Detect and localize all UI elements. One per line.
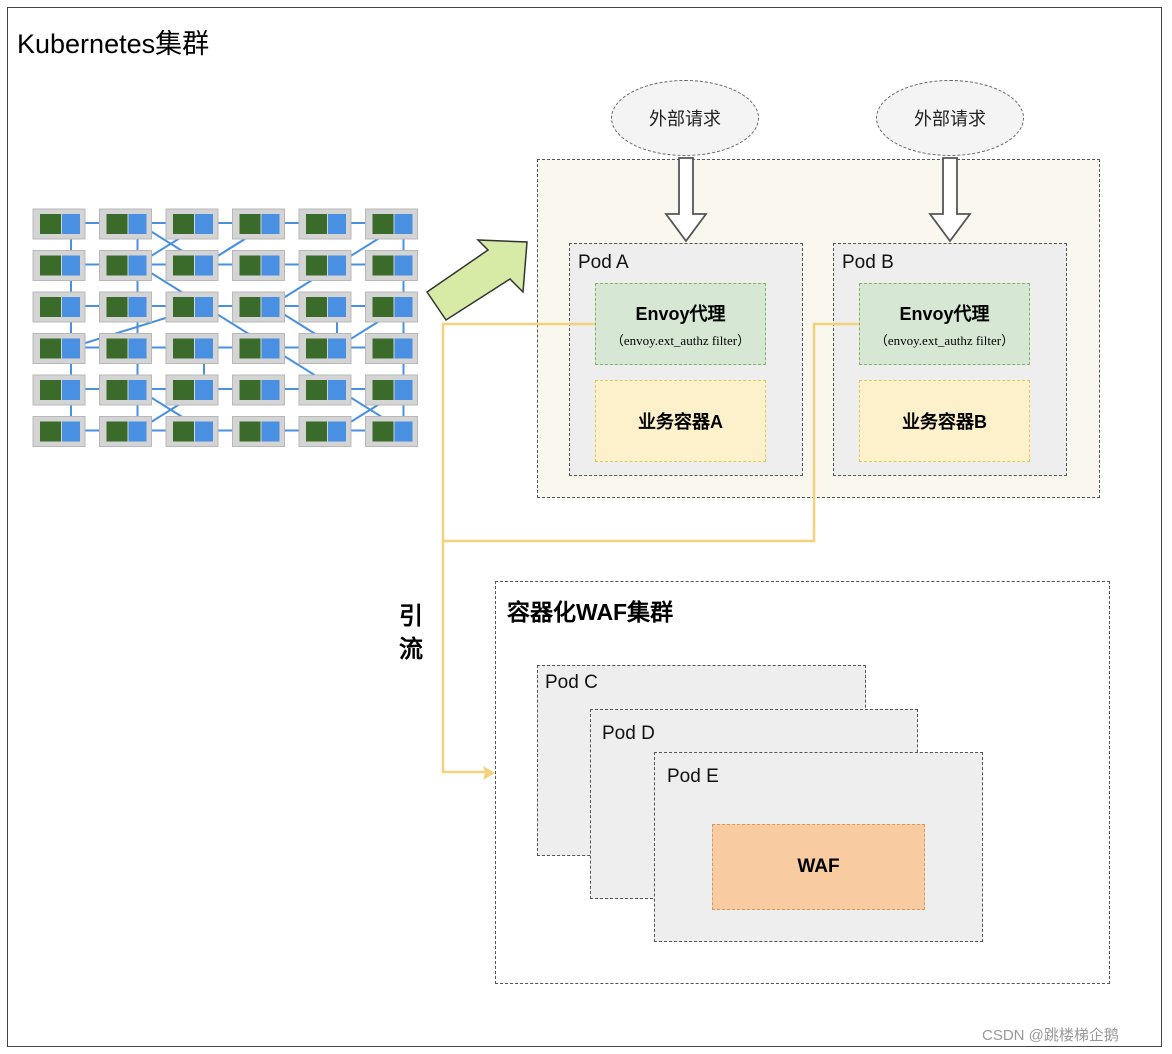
waf-cluster-title: 容器化WAF集群	[507, 599, 674, 625]
cluster-node-icon	[165, 250, 219, 281]
cluster-node-icon	[99, 416, 152, 447]
cluster-node-icon	[232, 208, 285, 240]
kubernetes-cluster-frame	[7, 7, 1162, 1047]
cluster-node-icon	[298, 208, 352, 240]
kubernetes-cluster-title: Kubernetes集群	[17, 29, 210, 59]
cluster-node-icon	[165, 416, 219, 447]
pod-a-business-label: 业务容器A	[638, 412, 723, 432]
pod-b-envoy-subtitle: （envoy.ext_authz filter）	[874, 333, 1015, 348]
cluster-node-icon	[365, 208, 418, 240]
cluster-node-icon	[32, 250, 86, 281]
cluster-node-grid	[32, 208, 418, 447]
external-request-a-label: 外部请求	[649, 109, 721, 129]
pod-b-label: Pod B	[842, 252, 894, 273]
cluster-node-icon	[232, 291, 285, 323]
waf-container: WAF	[712, 824, 925, 910]
cluster-node-icon	[165, 333, 219, 364]
cluster-node-icon	[32, 374, 86, 406]
cluster-node-icon	[232, 374, 285, 406]
cluster-node-icon	[232, 250, 285, 281]
pod-a-envoy-subtitle: （envoy.ext_authz filter）	[610, 333, 751, 348]
pod-e-label: Pod E	[667, 766, 719, 787]
cluster-node-icon	[298, 291, 352, 323]
pod-b-business-container: 业务容器B	[859, 380, 1030, 462]
cluster-node-icon	[99, 333, 152, 364]
cluster-node-icon	[99, 291, 152, 323]
cluster-node-icon	[232, 416, 285, 447]
traffic-label-line2: 流	[399, 636, 423, 663]
cluster-node-icon	[32, 416, 86, 447]
pod-b-envoy-title: Envoy代理	[899, 304, 990, 324]
pod-a-label: Pod A	[578, 252, 629, 273]
traffic-label-line1: 引	[399, 603, 423, 630]
cluster-node-icon	[165, 291, 219, 323]
watermark: CSDN @跳楼梯企鹅	[982, 1027, 1119, 1044]
external-request-a: 外部请求	[611, 80, 759, 156]
external-request-b: 外部请求	[876, 80, 1024, 156]
cluster-node-icon	[298, 374, 352, 406]
pod-b-business-label: 业务容器B	[902, 412, 987, 432]
pod-a-envoy-proxy: Envoy代理 （envoy.ext_authz filter）	[595, 283, 766, 365]
cluster-node-icon	[99, 250, 152, 281]
cluster-node-icon	[32, 333, 86, 364]
cluster-node-icon	[298, 416, 352, 447]
pod-c-label: Pod C	[545, 672, 598, 693]
cluster-node-icon	[32, 291, 86, 323]
cluster-node-icon	[365, 333, 418, 364]
cluster-node-icon	[365, 374, 418, 406]
cluster-node-icon	[32, 208, 86, 240]
external-request-b-label: 外部请求	[914, 109, 986, 129]
pod-a-business-container: 业务容器A	[595, 380, 766, 462]
cluster-node-icon	[165, 208, 219, 240]
pod-d-label: Pod D	[602, 723, 655, 744]
cluster-node-icon	[365, 416, 418, 447]
cluster-node-icon	[298, 333, 352, 364]
cluster-node-icon	[99, 374, 152, 406]
cluster-node-icon	[365, 250, 418, 281]
traffic-redirect-label: 引 流	[396, 600, 426, 666]
pod-a-envoy-title: Envoy代理	[635, 304, 726, 324]
cluster-node-icon	[165, 374, 219, 406]
waf-label: WAF	[797, 856, 840, 877]
cluster-node-icon	[298, 250, 352, 281]
pod-b-envoy-proxy: Envoy代理 （envoy.ext_authz filter）	[859, 283, 1030, 365]
cluster-node-icon	[232, 333, 285, 364]
cluster-node-icon	[99, 208, 152, 240]
cluster-node-icon	[365, 291, 418, 323]
